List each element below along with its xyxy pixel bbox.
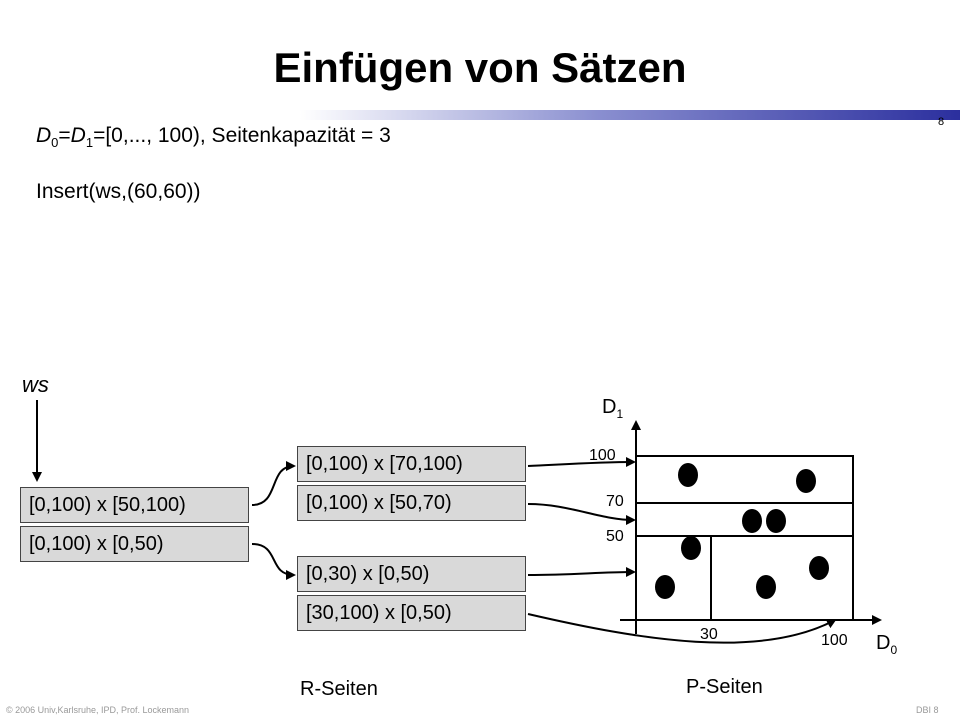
slide-number: 8: [938, 116, 945, 128]
upper-node-entry-bottom: [0,100) x [50,70): [297, 485, 526, 521]
d0-subscript: 0: [51, 135, 59, 151]
domain-rest: =[0,..., 100), Seitenkapazität = 3: [93, 124, 391, 147]
root-to-upper-arrow: [251, 461, 296, 506]
x-tick-30: 30: [700, 626, 718, 643]
point: [796, 469, 816, 493]
x-tick-100: 100: [821, 632, 848, 649]
y-tick-100: 100: [589, 447, 616, 464]
y-axis-subscript: 1: [616, 407, 624, 421]
data-space-frame: [635, 455, 854, 621]
ws-label: ws: [22, 372, 49, 397]
y-tick-50: 50: [606, 528, 624, 545]
point: [655, 575, 675, 599]
title-rule: [300, 110, 960, 120]
footer-copyright: © 2006 Univ,Karlsruhe, IPD, Prof. Lockem…: [6, 705, 190, 715]
point: [678, 463, 698, 487]
upper-node-entry-top: [0,100) x [70,100): [297, 446, 526, 482]
upper-top-page-arrow: [527, 457, 636, 468]
root-to-lower-arrow: [251, 543, 296, 580]
point: [766, 509, 786, 533]
y-tick-70: 70: [606, 493, 624, 510]
x-axis-subscript: 0: [890, 643, 898, 657]
insert-statement: Insert(ws,(60,60)): [36, 180, 201, 203]
d0-symbol: D: [36, 124, 52, 147]
y-axis-letter: D: [602, 396, 617, 418]
root-entry-lower: [0,100) x [0,50): [20, 526, 249, 562]
point: [742, 509, 762, 533]
p-pages-caption: P-Seiten: [686, 676, 763, 698]
footer-page-label: DBI 8: [916, 705, 939, 715]
domain-definition: D0=D1=[0,..., 100), Seitenkapazität = 3: [36, 124, 391, 150]
point: [756, 575, 776, 599]
y-axis-label: D1: [602, 396, 623, 421]
equals-sign: =: [58, 124, 71, 147]
x-axis-letter: D: [876, 632, 891, 654]
lower-bottom-page-arrow: [527, 613, 837, 644]
r-pages-caption: R-Seiten: [300, 678, 378, 700]
lower-top-page-arrow: [527, 567, 636, 578]
point: [681, 536, 701, 560]
point: [809, 556, 829, 580]
upper-bottom-page-arrow: [527, 503, 636, 525]
slide-title: Einfügen von Sätzen: [273, 44, 687, 91]
d1-subscript: 1: [85, 135, 94, 151]
root-entry-upper: [0,100) x [50,100): [20, 487, 249, 523]
lower-node-entry-bottom: [30,100) x [0,50): [297, 595, 526, 631]
d1-symbol: D: [70, 124, 86, 147]
lower-node-entry-top: [0,30) x [0,50): [297, 556, 526, 592]
x-axis-label: D0: [876, 632, 897, 657]
